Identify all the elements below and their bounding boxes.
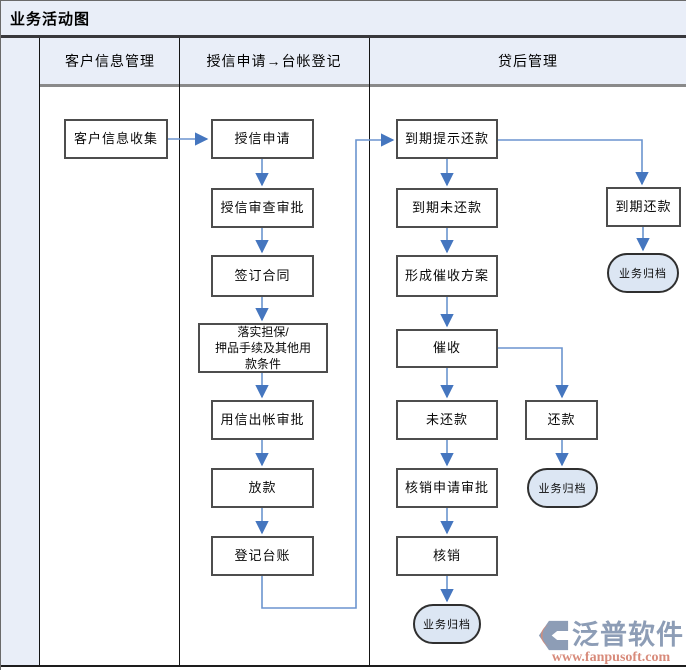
fanpu-logo-icon — [538, 620, 569, 651]
lane-header-postloan: 贷后管理 — [498, 53, 558, 69]
node-implement-guarantee-line3: 款条件 — [244, 357, 281, 371]
title-band: 业务活动图 — [1, 1, 686, 38]
edge-reminder-to-duerepaid — [498, 139, 649, 186]
node-register-ledger: 登记台账 — [211, 536, 314, 576]
lane-divider-1 — [179, 38, 180, 666]
terminator-archive-due: 业务归档 — [607, 253, 679, 293]
node-due-reminder: 到期提示还款 — [396, 119, 498, 159]
terminator-archive-final: 业务归档 — [413, 604, 481, 644]
edge-collection-to-repaid — [498, 347, 569, 399]
watermark-url: www.fanpusoft.com — [551, 650, 671, 665]
node-due-not-repaid: 到期未还款 — [396, 188, 498, 228]
node-implement-guarantee-line2: 押品手续及其他用 — [214, 341, 311, 355]
node-due-repaid: 到期还款 — [606, 187, 681, 227]
node-writeoff-review: 核销申请审批 — [396, 468, 498, 508]
diagram-bottom-border — [1, 665, 686, 667]
watermark: 泛普软件 www.fanpusoft.com — [538, 620, 684, 665]
node-implement-guarantee: 落实担保/ 押品手续及其他用 款条件 — [198, 323, 328, 373]
terminator-archive-repaid: 业务归档 — [527, 468, 598, 508]
node-collection: 催收 — [396, 329, 498, 368]
node-loan-release: 放款 — [211, 468, 314, 508]
node-writeoff: 核销 — [396, 536, 498, 576]
node-implement-guarantee-line1: 落实担保/ — [237, 325, 289, 339]
lane-header-customer-info: 客户信息管理 — [65, 53, 155, 69]
left-gutter — [1, 38, 40, 666]
lane-divider-2 — [369, 38, 370, 666]
node-disburse-review: 用信出帐审批 — [211, 400, 314, 440]
page-title: 业务活动图 — [10, 10, 91, 28]
node-credit-review: 授信审查审批 — [211, 188, 314, 228]
lane-header-credit-ledger: 授信申请→台帐登记 — [206, 53, 342, 69]
node-sign-contract: 签订合同 — [211, 255, 314, 297]
lane-header-row — [1, 38, 686, 87]
node-customer-info-collect: 客户信息收集 — [64, 119, 168, 159]
node-not-repaid: 未还款 — [396, 400, 498, 440]
node-credit-apply: 授信申请 — [211, 119, 314, 159]
watermark-brand: 泛普软件 — [572, 620, 684, 650]
node-collection-plan: 形成催收方案 — [396, 255, 498, 297]
node-repaid: 还款 — [525, 400, 598, 440]
